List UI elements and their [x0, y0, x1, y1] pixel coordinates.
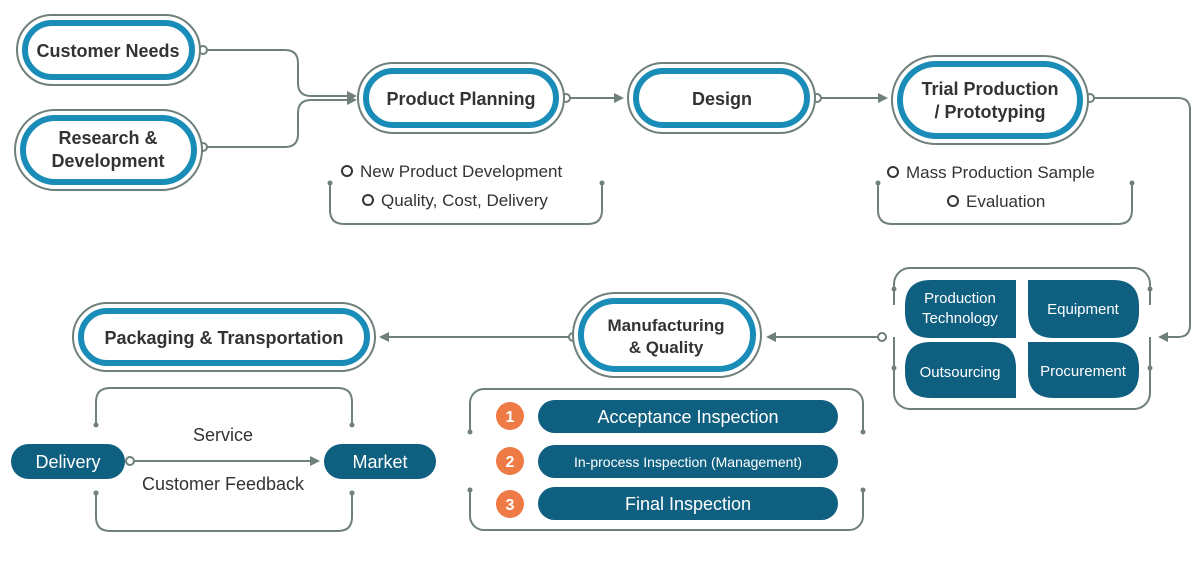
node-research-label-line2: Development: [51, 151, 164, 171]
customer-feedback-label: Customer Feedback: [142, 474, 305, 494]
trial-notes: Mass Production Sample Evaluation: [875, 163, 1135, 225]
node-manufacturing-quality: Manufacturing & Quality: [572, 292, 762, 378]
node-packaging-label: Packaging & Transportation: [104, 328, 343, 348]
node-design-label: Design: [692, 89, 752, 109]
market-loop: Delivery Market Service Customer Feedbac…: [11, 387, 436, 532]
inspection-item-3: 3 Final Inspection: [496, 487, 838, 520]
connectors: [203, 49, 1191, 342]
node-customer-needs-label: Customer Needs: [36, 41, 179, 61]
node-manufacturing-label-line2: & Quality: [629, 338, 704, 357]
connector-customer-needs-to-planning: [203, 49, 357, 101]
bullet-icon: [947, 195, 959, 207]
planning-note-1: New Product Development: [360, 162, 562, 181]
node-product-planning: Product Planning: [357, 62, 565, 134]
resources-box: Production Technology Equipment Outsourc…: [891, 267, 1153, 410]
node-design: Design: [627, 62, 816, 134]
resource-equipment-label: Equipment: [1047, 301, 1120, 318]
node-product-planning-label: Product Planning: [386, 89, 535, 109]
market-label: Market: [352, 452, 407, 472]
planning-notes: New Product Development Quality, Cost, D…: [327, 162, 605, 225]
inspection-number-1: 1: [506, 409, 515, 426]
number-badge: [496, 402, 524, 430]
resource-production-label-line1: Production: [924, 290, 996, 307]
bullet-icon: [341, 165, 353, 177]
resource-outsourcing: [905, 342, 1016, 398]
trial-note-1: Mass Production Sample: [906, 163, 1095, 182]
resource-production-label-line2: Technology: [922, 310, 998, 327]
connector-trial-to-resources: [1090, 97, 1191, 342]
trial-note-2: Evaluation: [966, 192, 1045, 211]
bullet-icon: [887, 166, 899, 178]
inspection-item-1: 1 Acceptance Inspection: [496, 400, 838, 433]
resource-outsourcing-label: Outsourcing: [920, 364, 1001, 381]
node-manufacturing-label-line1: Manufacturing: [607, 316, 724, 335]
planning-note-2: Quality, Cost, Delivery: [381, 191, 548, 210]
delivery-label: Delivery: [35, 452, 100, 472]
node-customer-needs: Customer Needs: [16, 14, 201, 86]
inspection-number-3: 3: [506, 497, 515, 514]
inspection-number-2: 2: [506, 454, 515, 471]
inspection-label-1: Acceptance Inspection: [597, 407, 778, 427]
resource-procurement: [1028, 342, 1139, 398]
node-trial-label-line1: Trial Production: [921, 79, 1058, 99]
node-packaging-transportation: Packaging & Transportation: [72, 302, 376, 372]
resource-procurement-label: Procurement: [1040, 363, 1127, 380]
bullet-icon: [362, 194, 374, 206]
connector-research-to-planning: [203, 95, 357, 148]
node-trial-production: Trial Production / Prototyping: [891, 55, 1089, 145]
delivery-pill: [11, 444, 125, 479]
inspection-label-3: Final Inspection: [625, 494, 751, 514]
market-pill: [324, 444, 436, 479]
node-research-label-line1: Research &: [58, 128, 157, 148]
node-trial-label-line2: / Prototyping: [935, 102, 1046, 122]
inspection-item-2: 2 In-process Inspection (Management): [496, 445, 838, 478]
inspection-label-2: In-process Inspection (Management): [574, 454, 802, 470]
number-badge: [496, 490, 524, 518]
node-research-development: Research & Development: [14, 109, 203, 191]
service-label: Service: [193, 425, 253, 445]
resource-production-technology: [905, 280, 1016, 338]
resource-equipment: [1028, 280, 1139, 338]
number-badge: [496, 447, 524, 475]
inspection-box: 1 Acceptance Inspection 2 In-process Ins…: [467, 388, 866, 531]
